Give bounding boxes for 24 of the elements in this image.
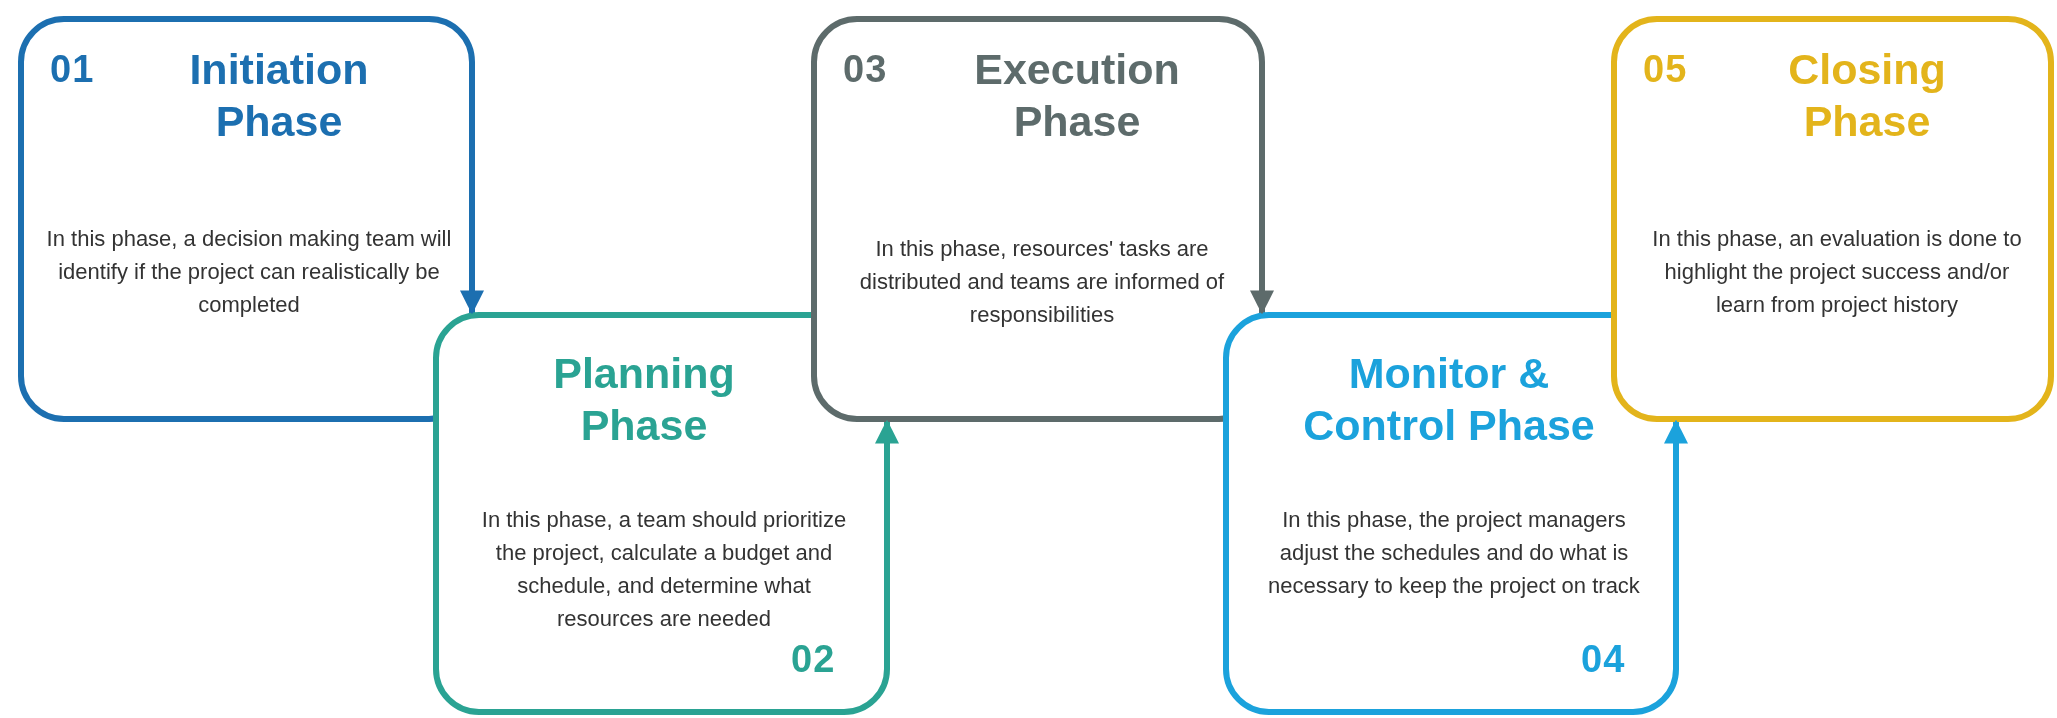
- phase-number: 03: [843, 48, 889, 91]
- phase-card: [433, 312, 890, 715]
- phase-card: [1223, 312, 1679, 715]
- phase-number: 05: [1643, 48, 1689, 91]
- arrow: [460, 272, 484, 315]
- phase-title: Execution Phase: [973, 44, 1181, 147]
- phase-description: In this phase, the project managers adjust the schedules and do what is necessary to keep the project on track: [1267, 506, 1641, 600]
- arrow: [875, 419, 899, 472]
- phase-title: Closing Phase: [1787, 44, 1947, 147]
- phase-number: 01: [50, 48, 96, 91]
- phase-number: 02: [791, 638, 837, 681]
- arrow: [1664, 419, 1688, 472]
- phase-title: Planning Phase: [552, 348, 736, 451]
- phase-description: In this phase, a decision making team will identify if the project can realistically be completed: [45, 225, 453, 319]
- phase-card: [811, 16, 1265, 422]
- phase-title: Initiation Phase: [188, 44, 370, 147]
- phase-card: [18, 16, 475, 422]
- phase-description: In this phase, a team should prioritize the project, calculate a budget and schedule, and determine what resources are needed: [480, 506, 848, 633]
- phase-card: [1611, 16, 2054, 422]
- phase-description: In this phase, an evaluation is done to highlight the project success and/or learn from project history: [1651, 225, 2023, 319]
- phase-number: 04: [1581, 638, 1627, 681]
- phase-title: Monitor & Control Phase: [1302, 348, 1596, 451]
- phase-description: In this phase, resources' tasks are distributed and teams are informed of responsibilities: [858, 235, 1226, 329]
- arrow: [1250, 272, 1274, 315]
